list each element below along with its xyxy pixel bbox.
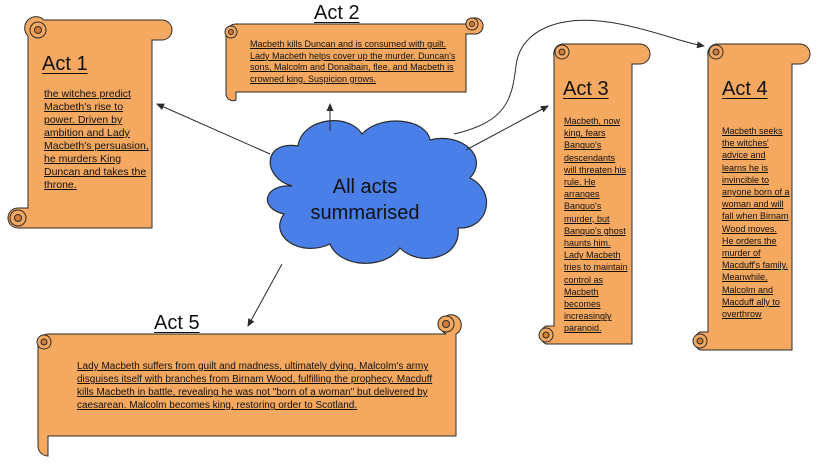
arrow-to-act-1 bbox=[156, 103, 271, 155]
act-5-title: Act 5 bbox=[154, 312, 200, 334]
act-4-summary: Macbeth seeks the witches' advice and le… bbox=[722, 126, 790, 320]
act-4-title: Act 4 bbox=[722, 78, 768, 100]
arrow-to-act-5 bbox=[247, 263, 283, 327]
arrow-to-act-4 bbox=[453, 19, 705, 135]
act-3-title: Act 3 bbox=[563, 78, 609, 100]
act-1-scroll bbox=[7, 16, 173, 229]
act-1-summary: the witches predict Macbeth's rise to po… bbox=[44, 88, 149, 191]
arrow-to-act-3 bbox=[465, 105, 549, 151]
center-cloud bbox=[266, 120, 487, 264]
act-5-scroll bbox=[36, 314, 462, 457]
act-2-summary: Macbeth kills Duncan and is consumed wit… bbox=[250, 39, 456, 84]
act-1-title: Act 1 bbox=[42, 53, 88, 75]
act-4-scroll bbox=[692, 43, 811, 351]
act-2-scroll bbox=[224, 17, 484, 102]
act-3-summary: Macbeth, now king, fears Banquo's descen… bbox=[564, 116, 628, 334]
act-2-title: Act 2 bbox=[314, 2, 360, 24]
arrows bbox=[156, 19, 705, 327]
act-3-scroll bbox=[538, 43, 651, 345]
center-label: All acts summarised bbox=[310, 176, 420, 224]
act-5-summary: Lady Macbeth suffers from guilt and madn… bbox=[77, 361, 433, 411]
